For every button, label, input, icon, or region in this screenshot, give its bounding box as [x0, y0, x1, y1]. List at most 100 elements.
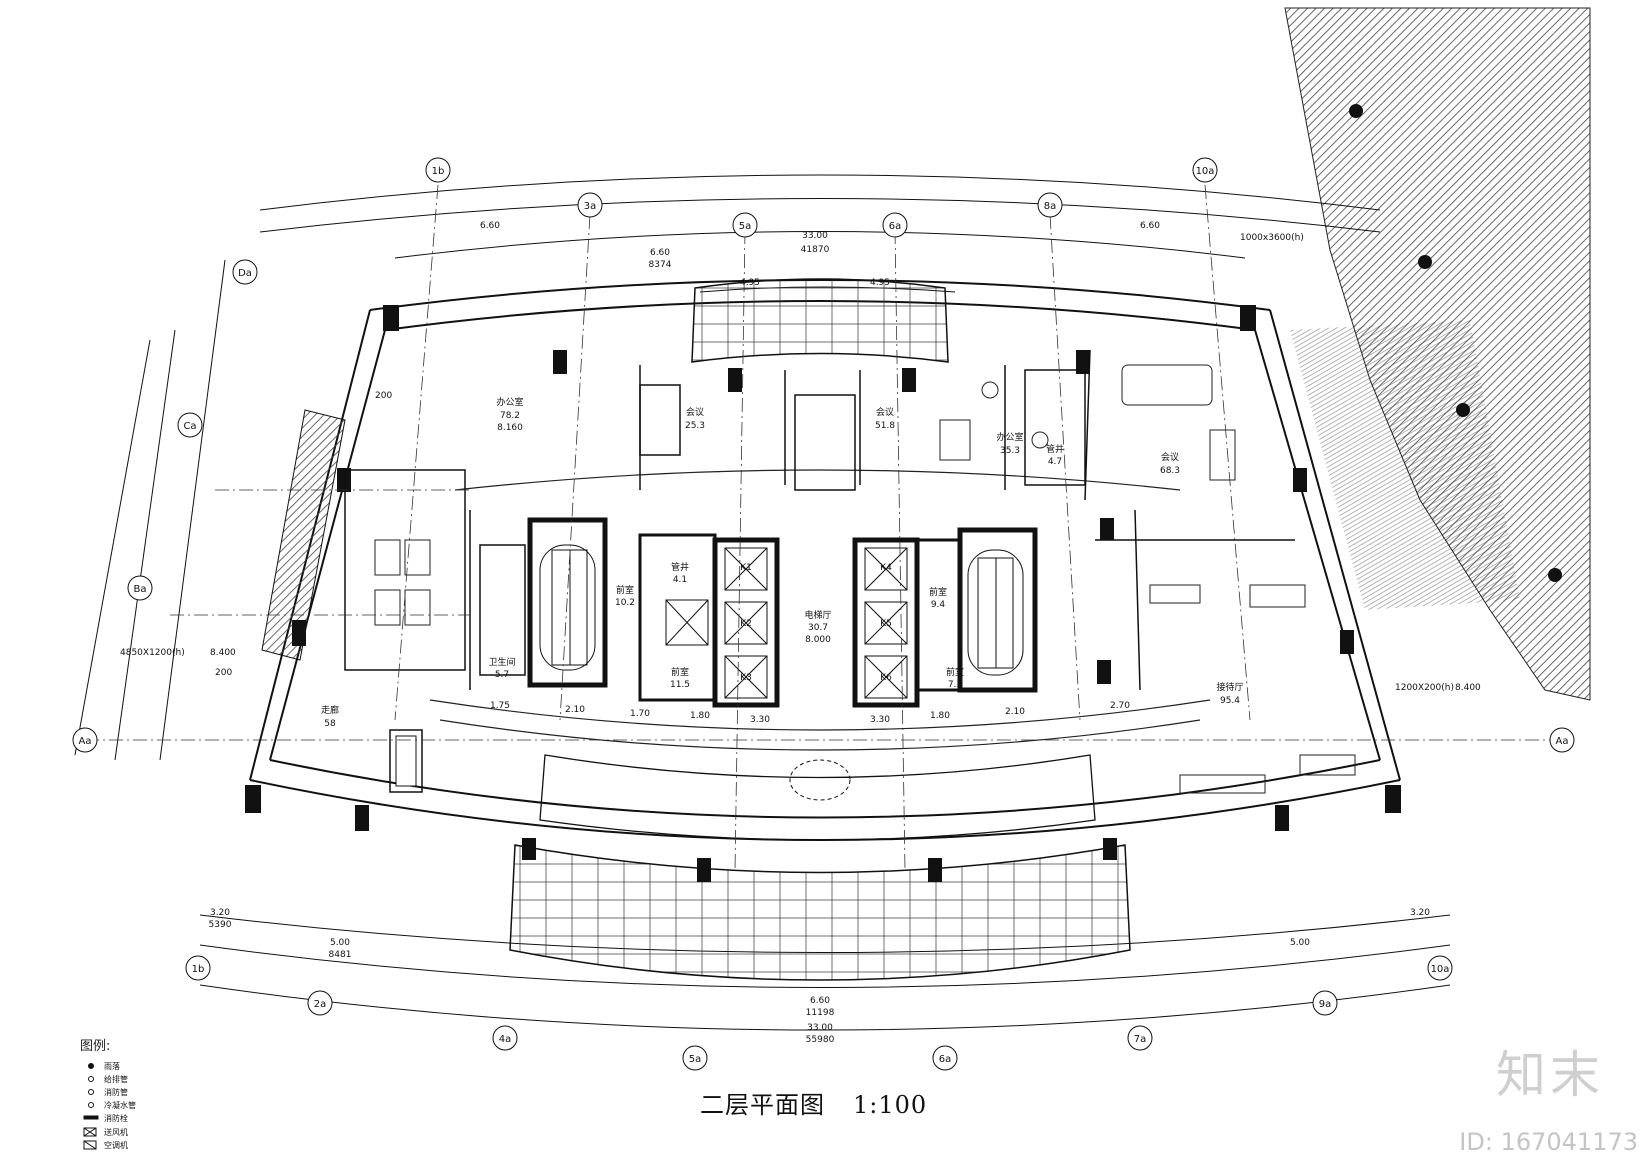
drawing-scale: 1:100	[853, 1091, 928, 1119]
plan-label-rooms-14-label: 走廊	[321, 704, 339, 716]
plan-label-dimensions-top_overall_mm: 41870	[801, 245, 830, 255]
plan-label-dimensions-top_sub_segments-1: 4.95	[870, 278, 890, 288]
plan-label-elevators-1: K2	[740, 619, 752, 629]
plan-label-rooms-4-area: 68.3	[1160, 466, 1180, 476]
plan-label-dimensions-top_overall: 33.00	[802, 231, 828, 241]
plan-label-dimensions-top_segments-1: 6.60	[650, 248, 670, 258]
plan-label-elevators-5: K6	[880, 673, 892, 683]
plan-label-dimensions-bottom_segments-0: 5.00	[330, 938, 350, 948]
legend-title: 图例:	[80, 1039, 111, 1054]
plan-label-legend_items-2: 消防管	[104, 1087, 128, 1097]
plan-label-rooms-13-label: 前室	[946, 666, 964, 678]
plan-label-notes-elev_left: 8.400	[210, 648, 236, 658]
plan-label-dimensions-bottom_center: 6.60	[810, 996, 830, 1006]
plan-label-dimensions-bottom_segment_mm: 8481	[329, 950, 352, 960]
plan-label-axes_bottom-4: 6a	[939, 1054, 952, 1065]
plan-label-legend_items-0: 雨落	[104, 1061, 120, 1071]
plan-label-dimensions-bottom_overall: 33.00	[807, 1023, 833, 1033]
plan-label-dimensions-core_spans-5: 3.30	[870, 715, 890, 725]
plan-label-notes-wall_200: 200	[375, 391, 392, 401]
plan-label-axes_side-right-0: Aa	[1556, 736, 1569, 747]
plan-label-legend_items-3: 冷凝水管	[104, 1100, 136, 1110]
plan-label-rooms-2-area: 51.8	[875, 421, 895, 431]
plan-label-axes_top-3: 6a	[889, 221, 902, 232]
plan-label-legend_items-6: 空调机	[104, 1140, 128, 1150]
plan-label-rooms-6-area: 30.7	[808, 623, 828, 633]
plan-label-rooms-3-area: 35.3	[1000, 446, 1020, 456]
plan-label-dimensions-top_segment_mm: 8374	[649, 260, 672, 270]
plan-label-axes_side-left-0: Da	[238, 268, 252, 279]
plan-label-dimensions-top_segments-2: 6.60	[1140, 221, 1160, 231]
plan-label-axes_bottom-1: 2a	[314, 999, 327, 1010]
plan-label-dimensions-bottom_edge-0: 3.20	[210, 908, 230, 918]
plan-label-dimensions-core_spans-8: 2.70	[1110, 701, 1130, 711]
plan-label-legend_items-4: 消防栓	[104, 1113, 128, 1123]
plan-label-axes_bottom-3: 5a	[689, 1054, 702, 1065]
plan-label-dimensions-core_spans-0: 1.75	[490, 701, 510, 711]
plan-label-dimensions-bottom_overall_mm: 55980	[806, 1035, 835, 1045]
plan-label-rooms-1-label: 会议	[686, 406, 704, 418]
plan-label-axes_bottom-2: 4a	[499, 1034, 512, 1045]
plan-label-dimensions-top_sub_segments-0: 4.95	[740, 278, 760, 288]
plan-label-rooms-8-label: 前室	[929, 586, 947, 598]
axis-top-1: 1b	[432, 166, 445, 177]
plan-label-rooms-2-label: 会议	[876, 406, 894, 418]
plan-label-axes_top-2: 5a	[739, 221, 752, 232]
plan-label-legend_items-5: 送风机	[104, 1127, 128, 1137]
plan-label-axes_top-1: 3a	[584, 201, 597, 212]
plan-label-rooms-3-label: 办公室	[996, 431, 1023, 443]
plan-label-rooms-11-area: 4.7	[1048, 457, 1062, 467]
plan-label-rooms-7-label: 前室	[616, 584, 634, 596]
plan-label-rooms-5-area: 95.4	[1220, 696, 1240, 706]
plan-label-dimensions-core_spans-3: 1.80	[690, 711, 710, 721]
plan-label-notes-window_right: 1200X200(h)	[1395, 683, 1454, 693]
plan-label-notes-window_left: 4850X1200(h)	[120, 648, 185, 658]
plan-label-rooms-6-label: 电梯厅	[804, 609, 831, 621]
plan-label-axes_side-left-3: Aa	[79, 736, 92, 747]
plan-label-dimensions-bottom_edge_mm: 5390	[209, 920, 232, 930]
plan-label-elevators-0: K1	[740, 563, 752, 573]
plan-label-rooms-9-area: 5.7	[495, 670, 509, 680]
plan-label-axes_side-left-1: Ca	[183, 421, 196, 432]
plan-label-notes-elev_right: 8.400	[1455, 683, 1481, 693]
legend: 图例:	[80, 1035, 110, 1054]
plan-label-dimensions-core_spans-1: 2.10	[565, 705, 585, 715]
plan-label-dimensions-top_segments-0: 6.60	[480, 221, 500, 231]
plan-label-axes_bottom-0: 1b	[192, 964, 205, 975]
plan-label-rooms-5-label: 接待厅	[1216, 681, 1243, 693]
plan-label-dimensions-core_spans-7: 2.10	[1005, 707, 1025, 717]
plan-label-rooms-11-label: 管井	[1046, 443, 1064, 455]
plan-label-dimensions-core_spans-4: 3.30	[750, 715, 770, 725]
plan-label-axes_bottom-6: 9a	[1319, 999, 1332, 1010]
plan-label-legend_items-1: 给排管	[104, 1074, 128, 1084]
plan-label-rooms-12-label: 前室	[671, 666, 689, 678]
plan-label-axes_top-4: 8a	[1044, 201, 1057, 212]
plan-label-axes_bottom-7: 10a	[1431, 964, 1450, 975]
plan-label-dimensions-core_spans-2: 1.70	[630, 709, 650, 719]
plan-label-elevators-4: K5	[880, 619, 892, 629]
drawing-title: 二层平面图 1:100	[700, 1085, 927, 1120]
plan-label-rooms-6-elev: 8.000	[805, 635, 831, 645]
plan-label-elevators-2: K3	[740, 673, 752, 683]
plan-label-axes_bottom-5: 7a	[1134, 1034, 1147, 1045]
plan-label-dimensions-bottom_center_mm: 11198	[806, 1008, 835, 1018]
plan-label-rooms-7-area: 10.2	[615, 598, 635, 608]
plan-label-rooms-10-area: 4.1	[673, 575, 687, 585]
watermark-logo: 知末	[1496, 1046, 1604, 1104]
watermark-id: ID: 167041173	[1459, 1128, 1638, 1156]
plan-label-notes-window_top_right: 1000x3600(h)	[1240, 233, 1304, 243]
plan-label-rooms-12-area: 11.5	[670, 680, 690, 690]
plan-label-notes-wall_200: 200	[215, 668, 232, 678]
plan-label-elevators-3: K4	[880, 563, 892, 573]
drawing-title-text: 二层平面图	[700, 1091, 825, 1119]
plan-label-rooms-0-label: 办公室	[496, 396, 523, 408]
plan-label-rooms-0-area: 78.2	[500, 411, 520, 421]
plan-label-rooms-1-area: 25.3	[685, 421, 705, 431]
plan-label-dimensions-core_spans-6: 1.80	[930, 711, 950, 721]
plan-label-rooms-9-label: 卫生间	[488, 656, 515, 668]
plan-label-rooms-14-area: 58	[324, 719, 336, 729]
plan-label-rooms-4-label: 会议	[1161, 451, 1179, 463]
plan-label-rooms-8-area: 9.4	[931, 600, 946, 610]
plan-label-axes_top-5: 10a	[1196, 166, 1215, 177]
